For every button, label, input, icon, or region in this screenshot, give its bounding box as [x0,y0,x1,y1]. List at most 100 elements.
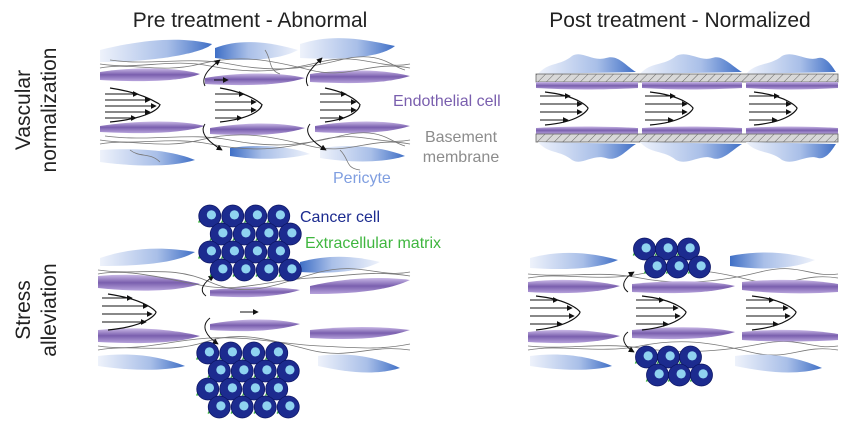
cell-nucleus [239,365,249,375]
legend-pericyte: Pericyte [333,170,391,187]
flow-profile [107,293,157,331]
endothelial-cell [210,319,300,332]
cell-nucleus [264,228,274,238]
row-label-normalization: normalization [38,48,61,173]
cell-nucleus [262,365,272,375]
legend-basement-membrane-line1: Basement [425,129,498,146]
panel-pre-stress [97,204,411,419]
cancer-cell-cluster [198,204,302,282]
endothelial-cell [315,121,410,134]
cell-nucleus [229,210,240,220]
cell-nucleus [641,243,651,253]
pericyte [530,252,618,270]
basement-membrane-fibre [527,341,839,356]
leak-arrow [307,123,327,151]
cell-nucleus [676,369,686,379]
cell-nucleus [696,261,706,271]
cell-nucleus [685,243,695,253]
cell-nucleus [204,383,215,393]
flow-profile [535,295,581,331]
endothelial-cell [536,82,638,90]
leak-arrow [204,317,219,345]
cell-nucleus [665,351,675,361]
endothelial-cell [746,82,838,90]
cell-nucleus [674,261,684,271]
pericyte [300,38,395,59]
cell-nucleus [262,401,272,411]
cell-nucleus [698,369,708,379]
pericyte [730,252,815,269]
endothelial-cell [632,281,735,294]
flow-profile [219,87,263,123]
endothelial-cell [100,121,205,134]
pericyte [300,256,380,273]
endothelial-cell [536,126,638,134]
flow-profile [751,295,797,331]
pericyte [530,354,612,370]
cell-nucleus [652,261,662,271]
cell-nucleus [275,210,286,220]
legend-cancer-cell: Cancer cell [300,209,380,226]
endothelial-cell [528,279,620,294]
pericyte [538,54,636,74]
endothelial-cell [742,329,838,342]
basement-membrane-fibre [97,268,411,290]
cancer-cell-cluster [632,237,711,279]
pericyte [215,42,298,60]
heading-post-treatment: Post treatment - Normalized [549,9,810,32]
endothelial-cell [210,123,305,136]
cell-nucleus [227,347,238,357]
cell-nucleus [287,264,297,274]
cell-nucleus [250,383,261,393]
cell-nucleus [206,246,217,256]
leak-arrow [203,59,221,87]
pericyte [640,142,742,162]
cell-nucleus [241,264,251,274]
pericyte [98,354,185,370]
endothelial-cell [742,279,838,294]
cell-nucleus [218,264,228,274]
cancer-cell-cluster [634,345,713,387]
cell-nucleus [654,369,664,379]
endothelial-cell [210,287,300,298]
cell-nucleus [252,210,263,220]
flow-profile [641,295,687,331]
basement-membrane-fibre [97,336,411,354]
cell-nucleus [663,243,673,253]
cancer-cell-cluster [196,341,300,419]
endothelial-cell [310,70,410,84]
endothelial-cell [310,327,410,340]
flow-profile [109,87,161,123]
pericyte [746,142,836,162]
row-label-stress: Stress [12,280,35,340]
cell-nucleus [643,351,653,361]
cell-nucleus [273,383,284,393]
panel-pre-vascular [99,38,411,171]
leak-arrow [202,123,223,151]
endothelial-cell [632,327,735,340]
flow-profile [324,87,361,123]
legend-extracellular-matrix: Extracellular matrix [305,235,441,252]
pericyte [318,354,400,373]
cell-nucleus [239,401,249,411]
pericyte [735,354,822,373]
endothelial-cell [100,68,200,82]
cell-nucleus [227,383,238,393]
legend-endothelial-cell: Endothelial cell [393,93,501,110]
pericyte [746,54,836,74]
endothelial-cell [98,328,200,344]
leak-arrow [623,331,635,353]
pericyte [320,146,405,162]
cell-nucleus [241,228,251,238]
cell-nucleus [216,365,226,375]
endothelial-cell [746,126,838,134]
basement-membrane-fibre [97,271,411,289]
cell-nucleus [252,246,263,256]
cell-nucleus [229,246,240,256]
cell-nucleus [204,347,215,357]
cell-nucleus [287,228,297,238]
endothelial-cell [310,278,410,294]
cell-nucleus [264,264,274,274]
endothelial-cell [642,126,742,134]
